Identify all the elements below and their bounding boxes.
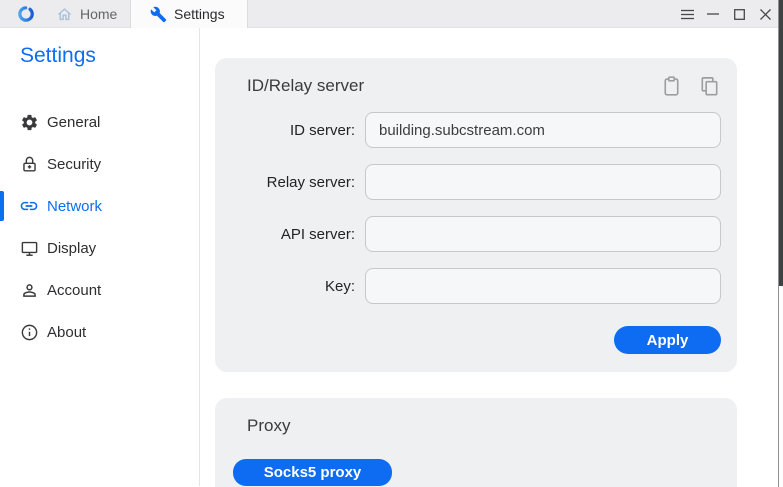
key-label: Key:	[324, 277, 355, 295]
home-icon	[56, 6, 73, 23]
sidebar-item-display[interactable]: Display	[0, 227, 199, 269]
rustdesk-logo-icon	[17, 5, 35, 23]
relay-server-input[interactable]	[365, 164, 721, 200]
id-server-label: ID server:	[289, 121, 355, 139]
apply-button[interactable]: Apply	[614, 326, 721, 354]
minimize-button[interactable]	[700, 0, 726, 28]
proxy-card: Proxy Socks5 proxy	[215, 398, 737, 487]
tab-settings[interactable]: Settings	[130, 0, 248, 28]
page-title: Settings	[20, 44, 96, 67]
sidebar-item-label: Security	[47, 155, 102, 173]
sidebar-item-label: Network	[47, 197, 103, 215]
api-server-label: API server:	[280, 225, 355, 243]
api-server-input[interactable]	[365, 216, 721, 252]
settings-content: ID/Relay server	[200, 28, 778, 487]
selected-indicator	[0, 191, 4, 221]
id-relay-server-card: ID/Relay server	[215, 58, 737, 372]
desktop-background	[779, 0, 783, 487]
sidebar-nav: General Security	[0, 101, 199, 353]
socks5-proxy-button[interactable]: Socks5 proxy	[233, 459, 392, 486]
card-title: ID/Relay server	[247, 76, 365, 95]
titlebar: Home Settings	[0, 0, 778, 28]
wrench-icon	[150, 6, 167, 23]
menu-icon[interactable]	[674, 0, 700, 28]
tab-settings-label: Settings	[174, 6, 225, 22]
form-row-key: Key:	[247, 268, 721, 304]
sidebar-item-account[interactable]: Account	[0, 269, 199, 311]
lock-plus-icon	[19, 154, 39, 174]
maximize-button[interactable]	[726, 0, 752, 28]
key-input[interactable]	[365, 268, 721, 304]
settings-sidebar: Settings General	[0, 28, 200, 486]
link-icon	[19, 196, 39, 216]
paste-icon[interactable]	[660, 75, 683, 98]
sidebar-item-general[interactable]: General	[0, 101, 199, 143]
sidebar-item-security[interactable]: Security	[0, 143, 199, 185]
id-relay-form: ID server: Relay server: API server:	[247, 112, 721, 354]
form-row-id-server: ID server:	[247, 112, 721, 148]
proxy-card-title: Proxy	[247, 416, 291, 435]
copy-icon[interactable]	[698, 75, 721, 98]
tab-home[interactable]: Home	[56, 0, 117, 28]
form-row-relay-server: Relay server:	[247, 164, 721, 200]
info-icon	[19, 322, 39, 342]
monitor-icon	[19, 238, 39, 258]
sidebar-item-about[interactable]: About	[0, 311, 199, 353]
window-controls	[674, 0, 778, 28]
sidebar-item-label: About	[47, 323, 87, 341]
form-row-api-server: API server:	[247, 216, 721, 252]
close-button[interactable]	[752, 0, 778, 28]
gear-icon	[19, 112, 39, 132]
sidebar-item-label: General	[47, 113, 101, 131]
person-icon	[19, 280, 39, 300]
sidebar-item-label: Account	[47, 281, 102, 299]
sidebar-item-network[interactable]: Network	[0, 185, 199, 227]
relay-server-label: Relay server:	[266, 173, 355, 191]
tab-home-label: Home	[80, 6, 118, 22]
id-server-input[interactable]	[365, 112, 721, 148]
sidebar-item-label: Display	[47, 239, 97, 257]
